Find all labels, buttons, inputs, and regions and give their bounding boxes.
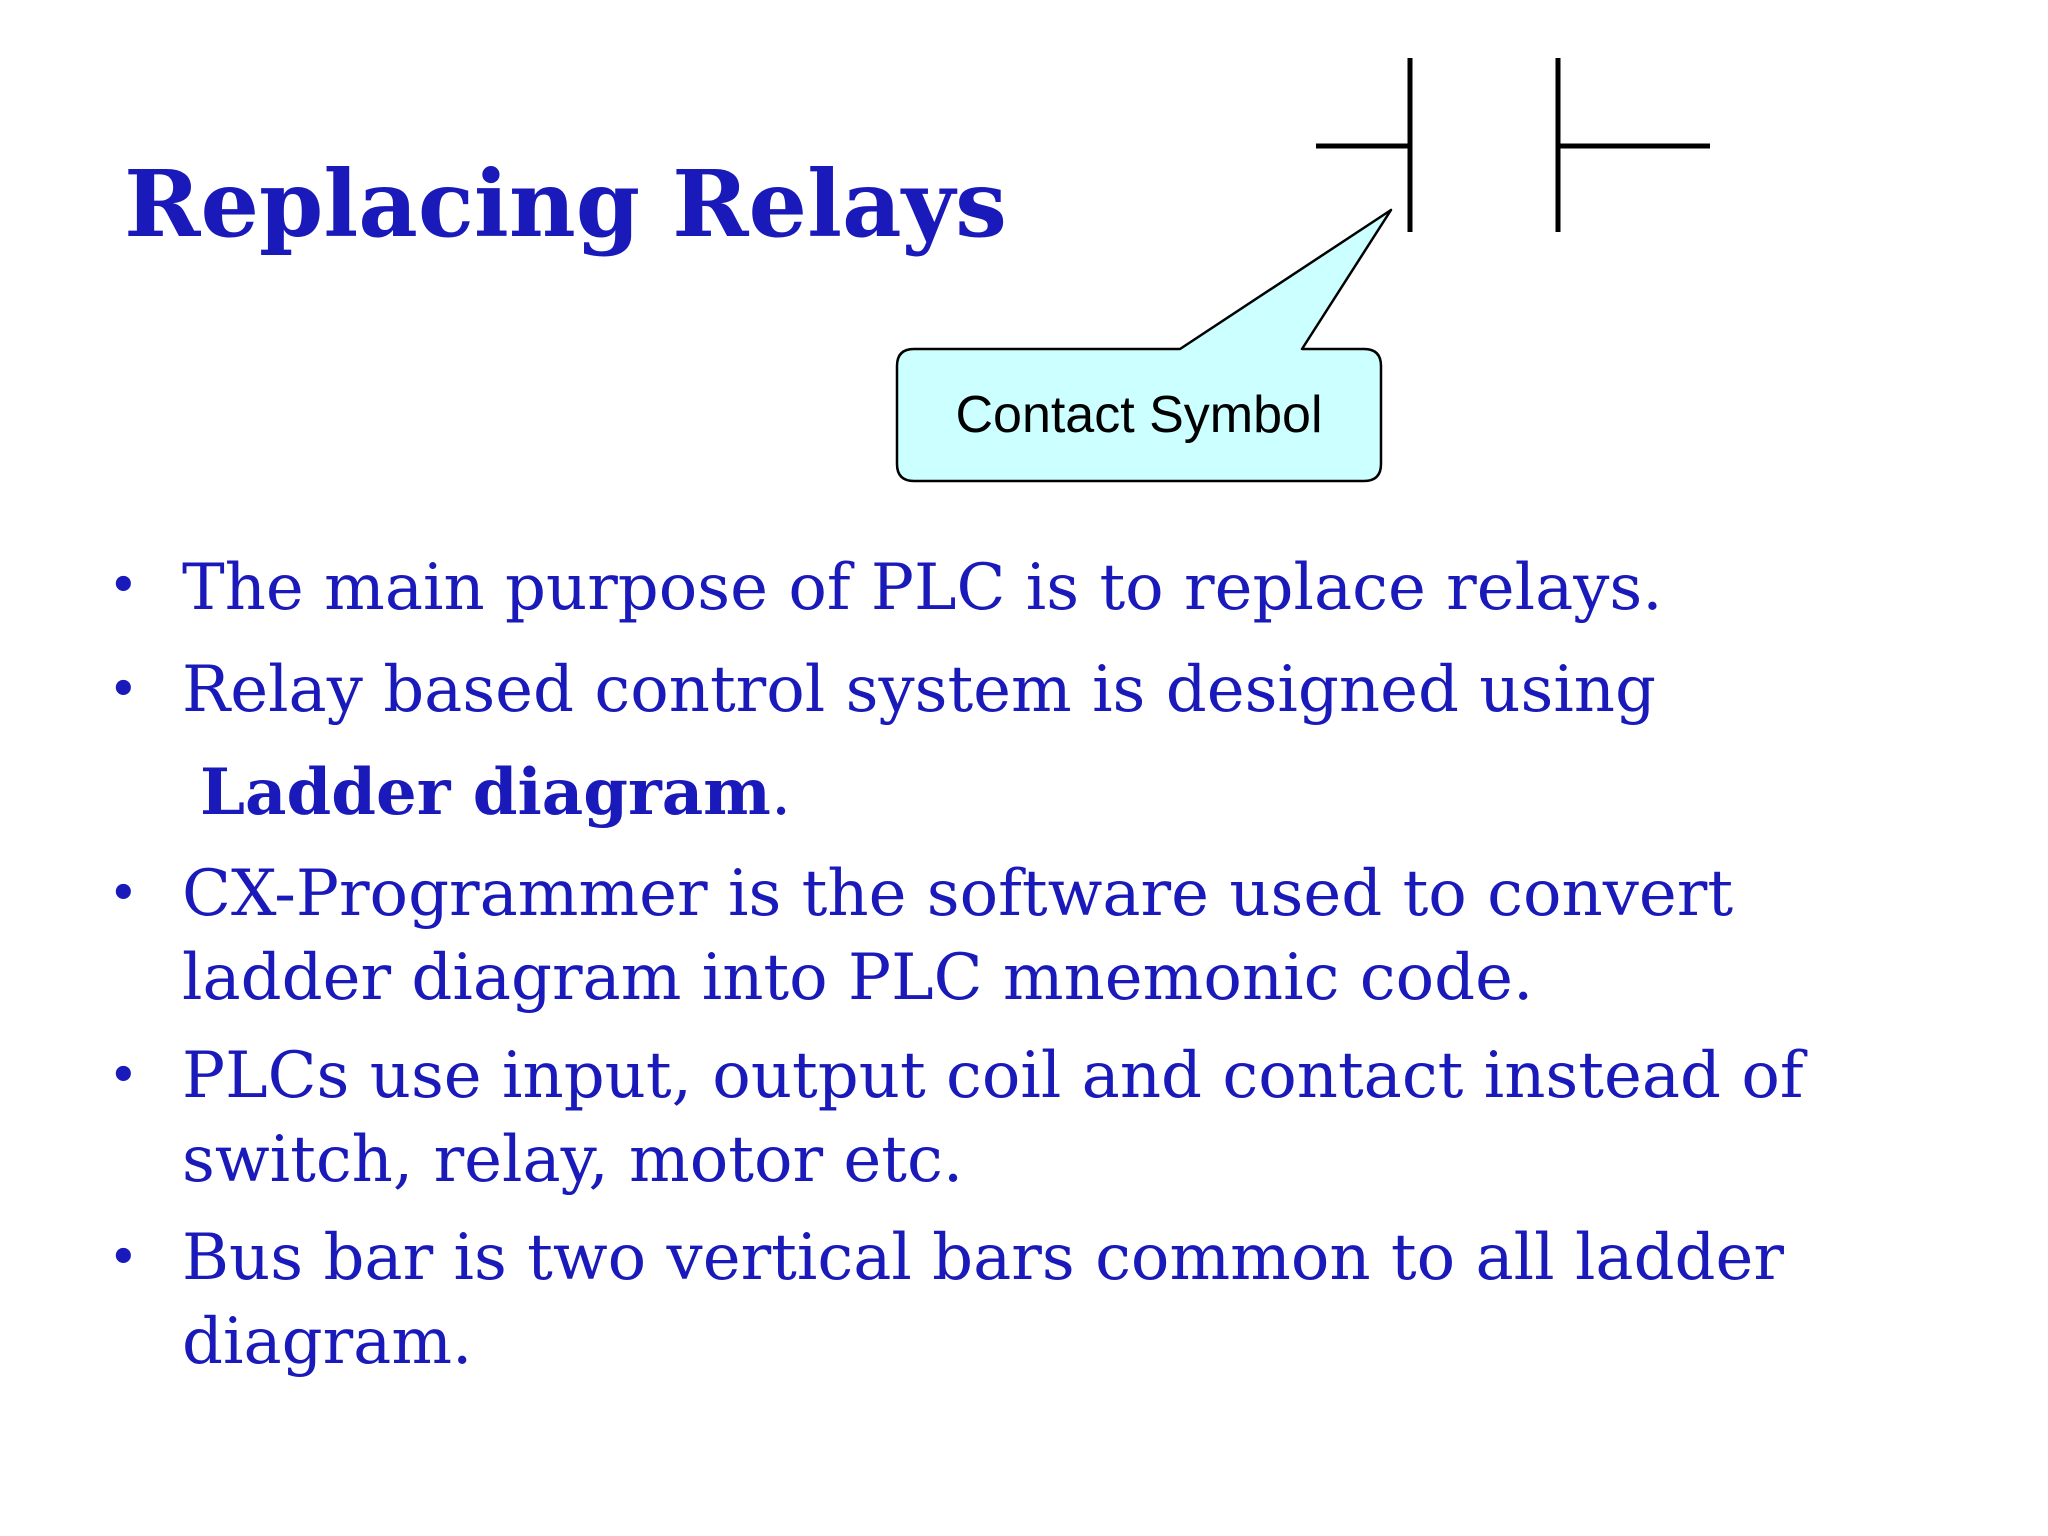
bullet-text-continuation: Ladder diagram. <box>200 761 791 826</box>
bullet-text-continuation: diagram. <box>182 1305 473 1379</box>
bullet-text: PLCs use input, output coil and contact … <box>182 1039 1804 1113</box>
bullet-text-continuation: ladder diagram into PLC mnemonic code. <box>182 941 1534 1015</box>
bullet-text: Bus bar is two vertical bars common to a… <box>182 1221 1784 1295</box>
bullet-text-continuation: switch, relay, motor etc. <box>182 1123 964 1197</box>
bold-term: Ladder diagram <box>200 755 771 830</box>
bullet-dot-icon: • <box>108 864 139 924</box>
bullet-text: Relay based control system is designed u… <box>182 653 1656 727</box>
bullet-text: The main purpose of PLC is to replace re… <box>182 551 1663 625</box>
slide-title: Replacing Relays <box>124 150 1007 258</box>
bullet-dot-icon: • <box>108 660 139 720</box>
bullet-dot-icon: • <box>108 1046 139 1106</box>
bullet-dot-icon: • <box>108 556 139 616</box>
bullet-text: CX-Programmer is the software used to co… <box>182 857 1734 931</box>
bold-term-suffix: . <box>770 756 792 830</box>
bullet-dot-icon: • <box>108 1228 139 1288</box>
callout-label: Contact Symbol <box>955 386 1323 444</box>
